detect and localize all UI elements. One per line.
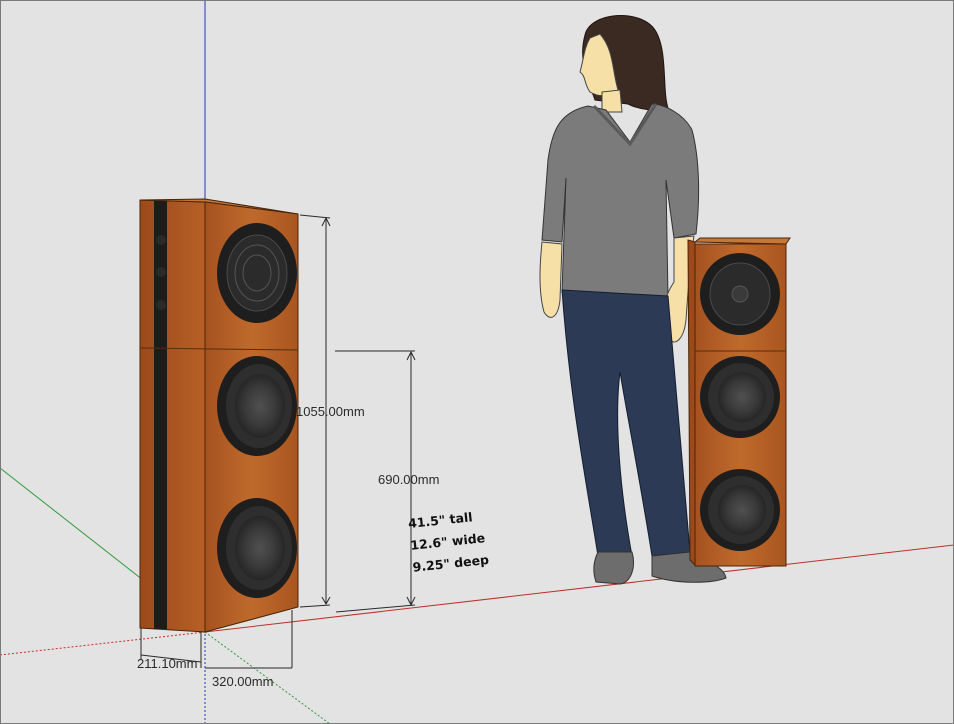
dimension-upper-height[interactable]: 690.00mm bbox=[378, 472, 439, 487]
woofer-right-2-cone bbox=[718, 485, 766, 535]
hand-left bbox=[539, 241, 563, 318]
speaker-right[interactable] bbox=[687, 237, 791, 567]
terminal-knob bbox=[156, 267, 166, 277]
driver-top-ring bbox=[234, 244, 280, 302]
speaker-right-top bbox=[693, 237, 791, 245]
terminal-knob bbox=[156, 235, 166, 245]
dimension-lines bbox=[140, 214, 416, 669]
person-figure[interactable] bbox=[539, 14, 727, 585]
red-axis bbox=[204, 544, 954, 633]
jeans bbox=[561, 289, 691, 557]
green-axis bbox=[0, 467, 144, 581]
woofer-right-1-cone bbox=[718, 372, 766, 422]
driver-top-right-dust-cap bbox=[731, 285, 749, 303]
woofer-1-cone bbox=[235, 374, 285, 438]
speaker-left-side-stripe bbox=[154, 200, 167, 629]
dimension-width[interactable]: 320.00mm bbox=[212, 674, 273, 689]
sweater-collar bbox=[592, 103, 658, 147]
speaker-left-side bbox=[139, 199, 206, 633]
annotation-line-3: 9.25" deep bbox=[412, 552, 490, 575]
dimension-depth[interactable]: 211.10mm bbox=[137, 656, 197, 671]
face bbox=[579, 33, 619, 97]
size-annotation: 41.5" tall 12.6" wide 9.25" deep bbox=[407, 509, 490, 575]
annotation-line-1: 41.5" tall bbox=[407, 509, 473, 531]
green-axis-hidden bbox=[204, 631, 331, 724]
sweater bbox=[541, 103, 700, 299]
speaker-left[interactable] bbox=[139, 198, 299, 633]
driver-top-ring bbox=[242, 254, 272, 292]
terminal-knob bbox=[156, 300, 166, 310]
speaker-right-side bbox=[687, 239, 696, 567]
dimension-total-height[interactable]: 1055.00mm bbox=[296, 404, 365, 419]
shoe-left bbox=[593, 551, 634, 585]
woofer-2-cone bbox=[235, 516, 285, 580]
neck bbox=[601, 89, 623, 113]
speaker-left-seam bbox=[139, 347, 299, 351]
red-axis-hidden bbox=[0, 631, 206, 656]
annotation-line-2: 12.6" wide bbox=[410, 530, 486, 553]
driver-top-cone bbox=[226, 234, 288, 312]
